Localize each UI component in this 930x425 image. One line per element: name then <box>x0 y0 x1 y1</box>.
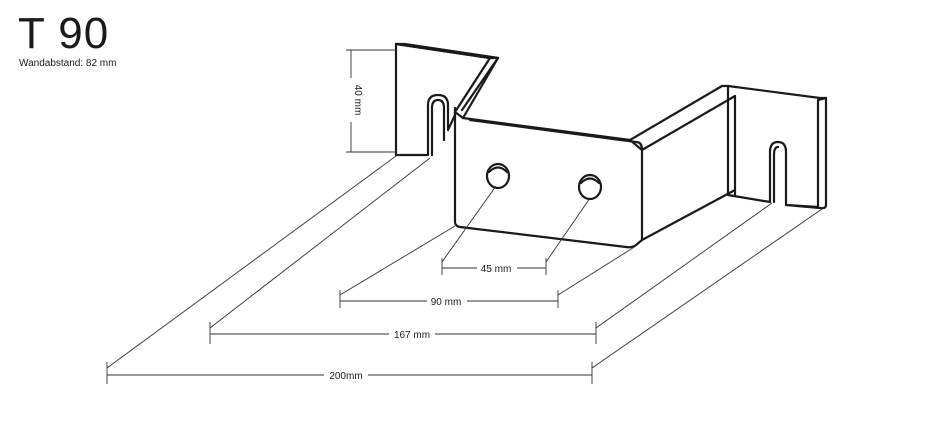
hole-left <box>485 162 511 190</box>
dimension-labels: 40 mm 45 mm 90 mm 167 mm 200mm <box>324 78 517 382</box>
dim-hole-spacing-label: 45 mm <box>481 264 512 275</box>
product-title: T 90 <box>18 9 110 58</box>
dim-height-label: 40 mm <box>352 85 363 116</box>
dim-outer-width-label: 200mm <box>329 371 362 382</box>
front-face <box>453 110 644 249</box>
bracket-part <box>394 42 828 249</box>
left-tab <box>394 42 500 157</box>
right-tab <box>726 84 828 210</box>
hole-right <box>577 173 603 201</box>
dim-inner-width-label: 90 mm <box>431 297 462 308</box>
wall-distance-label: Wandabstand: 82 mm <box>19 58 117 69</box>
dimension-lines <box>106 49 823 384</box>
dim-mid-width-label: 167 mm <box>394 330 430 341</box>
